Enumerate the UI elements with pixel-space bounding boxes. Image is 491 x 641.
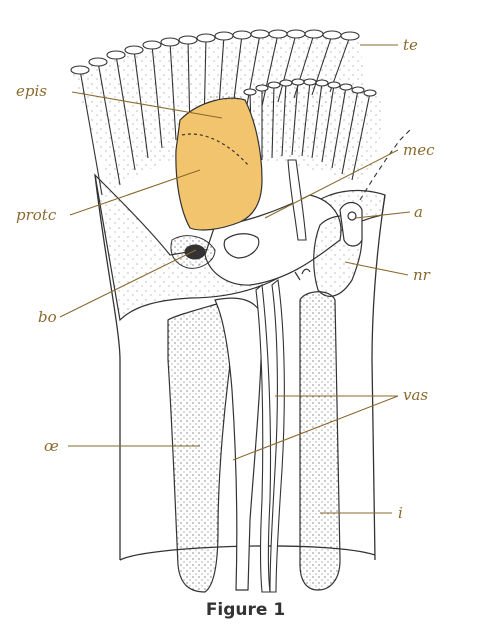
label-a: a [414, 203, 423, 221]
label-bo: bo [38, 308, 57, 326]
label-te: te [403, 36, 418, 54]
label-nr: nr [413, 266, 431, 284]
oesophagus [167, 297, 263, 593]
leader-a [355, 211, 411, 219]
label-epis: epis [16, 82, 47, 100]
protocoel [175, 93, 263, 231]
leader-lines [59, 44, 411, 514]
label-oe: œ [44, 437, 59, 455]
lophophore-base [94, 173, 386, 322]
mesentery-line [359, 127, 413, 201]
intestine [294, 268, 341, 591]
leader-vas-2 [232, 395, 399, 461]
leader-protc [69, 169, 201, 216]
leader-bo [59, 249, 197, 318]
leader-mec [264, 149, 399, 219]
figure-caption: Figure 1 [205, 600, 286, 620]
leader-nr [344, 261, 409, 276]
nephridium [313, 201, 363, 297]
blood-vessels [255, 159, 307, 593]
leader-epis [71, 91, 223, 119]
tentacle-crown-front [243, 78, 382, 185]
label-mec: mec [403, 141, 435, 159]
label-protc: protc [16, 206, 57, 224]
label-vas: vas [403, 386, 428, 404]
label-i: i [398, 504, 403, 522]
